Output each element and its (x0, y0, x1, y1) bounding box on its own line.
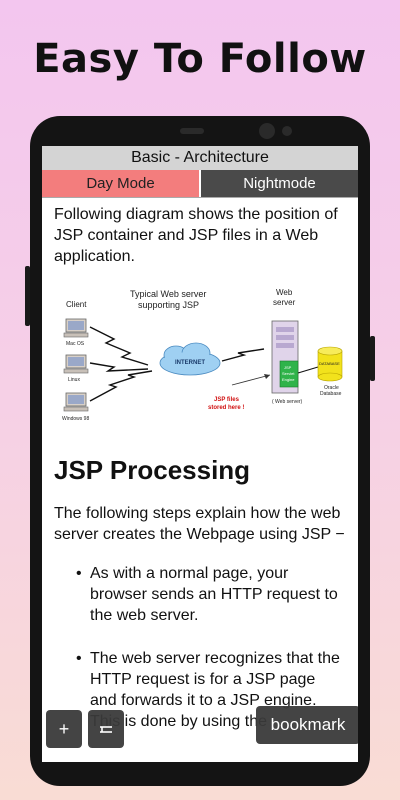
phone-side-button (25, 266, 30, 326)
list-button[interactable] (88, 710, 124, 748)
steps-list: • As with a normal page, your browser se… (54, 563, 346, 732)
section-heading: JSP Processing (54, 455, 251, 485)
sensor (282, 126, 292, 136)
database-cylinder-icon (317, 346, 343, 382)
lightning-link-4 (221, 348, 265, 362)
diagram-engine-line2: Servlet (282, 371, 295, 376)
lightning-link-2 (89, 362, 149, 372)
computer-windows-icon (63, 392, 89, 412)
diagram-oracle-line1: Oracle (324, 385, 339, 391)
diagram-engine-line1: JSP (284, 365, 292, 370)
add-button[interactable]: + (46, 710, 82, 748)
front-camera (259, 123, 275, 139)
diagram-title-line2: supporting JSP (138, 300, 199, 310)
web-server-tower-icon (271, 320, 299, 394)
diagram-mac-label: Mac OS (66, 341, 85, 347)
bullet-icon: • (76, 650, 82, 667)
app-title: Basic - Architecture (42, 146, 358, 170)
server-db-connector (297, 366, 319, 374)
day-mode-tab[interactable]: Day Mode (42, 170, 199, 197)
diagram-client-label: Client (66, 300, 87, 309)
list-icon (100, 726, 112, 734)
intro-paragraph: Following diagram shows the position of … (54, 206, 338, 265)
diagram-internet-label: INTERNET (175, 360, 205, 366)
bullet-icon: • (76, 565, 82, 582)
phone-power-button (370, 336, 375, 381)
internet-cloud-icon (159, 342, 221, 376)
diagram-web-label: Web (276, 288, 293, 297)
arrowhead (264, 374, 270, 379)
diagram-title-line1: Typical Web server (130, 289, 206, 299)
promo-title: Easy To Follow (33, 36, 367, 82)
computer-linux-icon (63, 354, 89, 374)
diagram-oracle-line2: Database (320, 391, 342, 397)
lightning-link-3 (89, 370, 153, 402)
diagram-engine-line3: Engine (282, 377, 295, 382)
app-screen: Basic - Architecture Day Mode Nightmode … (42, 146, 358, 762)
speaker-grille (180, 128, 204, 134)
diagram-linux-label: Linux (68, 377, 80, 383)
list-item-text: The web server recognizes that the HTTP … (90, 650, 340, 730)
computer-mac-icon (63, 318, 89, 338)
article-content[interactable]: Following diagram shows the position of … (42, 198, 358, 732)
list-item: • As with a normal page, your browser se… (76, 563, 346, 626)
mode-tabs: Day Mode Nightmode (42, 170, 358, 198)
lightning-link-1 (89, 326, 149, 366)
night-mode-tab[interactable]: Nightmode (201, 170, 358, 197)
bookmark-button[interactable]: bookmark (256, 706, 358, 744)
jsp-files-arrow (231, 374, 271, 386)
diagram-files-line1: JSP files (214, 397, 240, 403)
phone-frame: Basic - Architecture Day Mode Nightmode … (25, 116, 375, 786)
diagram-server-label: server (273, 298, 296, 307)
list-item: • The web server recognizes that the HTT… (76, 648, 346, 732)
list-item-text: As with a normal page, your browser send… (90, 565, 338, 624)
diagram-web-server-label: ( Web server) (272, 399, 303, 405)
diagram-database-label: DATABASE (319, 361, 340, 366)
jsp-architecture-diagram: Client Typical Web server supporting JSP… (62, 288, 343, 422)
steps-intro: The following steps explain how the web … (54, 505, 345, 543)
diagram-windows-label: Windows 98 (62, 416, 89, 422)
diagram-files-line2: stored here ! (208, 405, 244, 411)
